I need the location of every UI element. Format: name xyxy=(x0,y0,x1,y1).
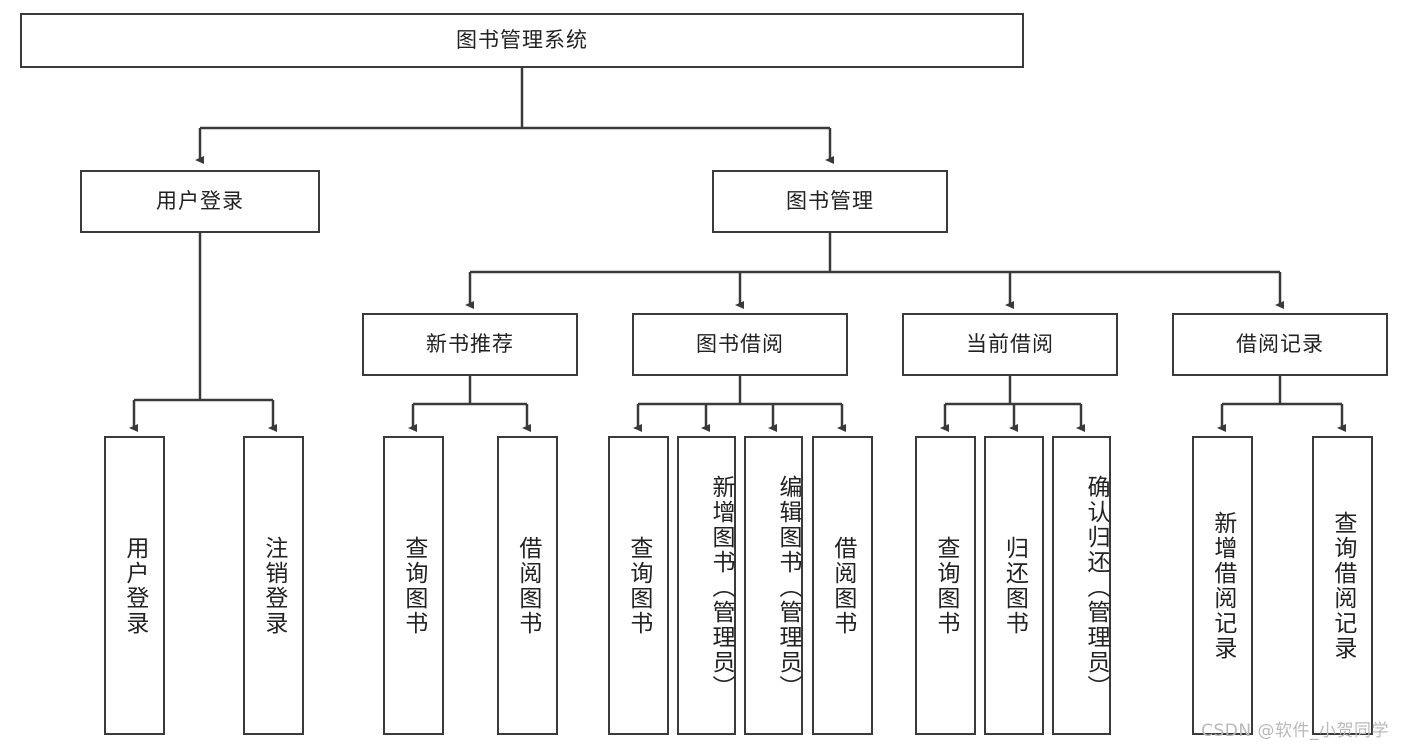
node-label: 查询借阅记录 xyxy=(1329,510,1356,661)
leaf-add-book-admin[interactable]: 新增图书（管理员） xyxy=(677,436,736,735)
node-label: 借阅记录 xyxy=(1236,331,1324,356)
leaf-confirm-return-admin[interactable]: 确认归还（管理员） xyxy=(1052,436,1111,735)
node-book-borrow[interactable]: 图书借阅 xyxy=(632,313,848,376)
node-label: 当前借阅 xyxy=(966,331,1054,356)
node-label: 借阅图书 xyxy=(514,535,541,636)
node-borrow-record[interactable]: 借阅记录 xyxy=(1172,313,1388,376)
watermark-csdn: CSDN @软件_小贺同学 xyxy=(1201,721,1389,741)
node-new-book-recommend[interactable]: 新书推荐 xyxy=(362,313,578,376)
leaf-query-book-borrow[interactable]: 查询图书 xyxy=(608,436,669,735)
node-label: 查询图书 xyxy=(932,535,959,636)
node-book-manage[interactable]: 图书管理 xyxy=(712,170,948,233)
node-label: 新增图书（管理员） xyxy=(708,475,734,700)
node-label: 注销登录 xyxy=(260,535,287,636)
node-label: 借阅图书 xyxy=(829,535,856,636)
node-label: 新书推荐 xyxy=(426,331,514,356)
node-label: 归还图书 xyxy=(1001,535,1028,636)
leaf-query-borrow-record[interactable]: 查询借阅记录 xyxy=(1312,436,1373,735)
leaf-logout-login[interactable]: 注销登录 xyxy=(243,436,304,735)
leaf-borrow-book-recommend[interactable]: 借阅图书 xyxy=(497,436,558,735)
node-label: 用户登录 xyxy=(121,535,148,636)
node-user-login[interactable]: 用户登录 xyxy=(80,170,320,233)
node-label: 编辑图书（管理员） xyxy=(775,475,801,700)
leaf-add-borrow-record[interactable]: 新增借阅记录 xyxy=(1192,436,1253,735)
leaf-query-book-current[interactable]: 查询图书 xyxy=(915,436,976,735)
node-label: 新增借阅记录 xyxy=(1209,510,1236,661)
leaf-return-book[interactable]: 归还图书 xyxy=(984,436,1044,735)
leaf-user-login[interactable]: 用户登录 xyxy=(104,436,165,735)
node-label: 图书管理系统 xyxy=(456,27,588,52)
node-label: 确认归还（管理员） xyxy=(1083,475,1109,700)
leaf-query-book-recommend[interactable]: 查询图书 xyxy=(383,436,444,735)
leaf-borrow-book-borrow[interactable]: 借阅图书 xyxy=(812,436,873,735)
node-label: 图书管理 xyxy=(786,188,874,213)
node-current-borrow[interactable]: 当前借阅 xyxy=(902,313,1118,376)
node-label: 查询图书 xyxy=(400,535,427,636)
node-root-book-management-system[interactable]: 图书管理系统 xyxy=(20,13,1024,68)
leaf-edit-book-admin[interactable]: 编辑图书（管理员） xyxy=(744,436,803,735)
node-label: 图书借阅 xyxy=(696,331,784,356)
node-label: 查询图书 xyxy=(625,535,652,636)
node-label: 用户登录 xyxy=(156,188,244,213)
